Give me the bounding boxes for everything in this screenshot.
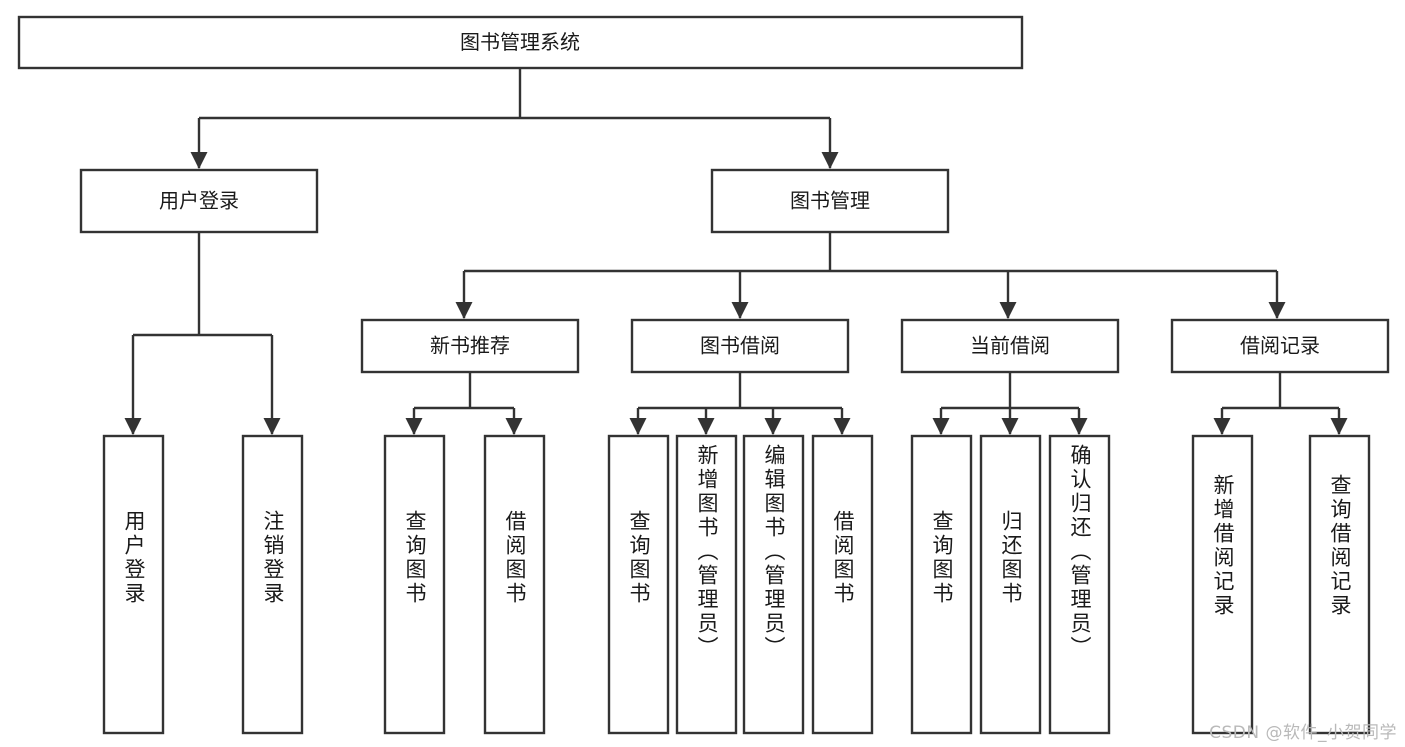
node-borrow-record-box — [1170, 318, 1390, 374]
leaf-box-confirm-return[interactable] — [1048, 434, 1111, 735]
node-root-label: 图书管理系统 — [460, 30, 580, 54]
node-new-book-recommend[interactable]: 新书推荐 — [360, 318, 580, 374]
leaf-box-user-login[interactable] — [102, 434, 165, 735]
node-book-manage-box — [710, 168, 950, 234]
leaf-box-query-book-1[interactable] — [383, 434, 446, 735]
node-user-login-label: 用户登录 — [159, 189, 239, 213]
node-new-book-recommend-label: 新书推荐 — [430, 334, 510, 358]
node-current-borrow[interactable]: 当前借阅 — [900, 318, 1120, 374]
leaf-box-edit-book[interactable] — [742, 434, 805, 735]
leaf-box-query-record[interactable] — [1308, 434, 1371, 735]
node-root[interactable]: 图书管理系统 — [17, 15, 1024, 70]
node-root-box — [17, 15, 1024, 70]
node-book-borrow-label: 图书借阅 — [700, 334, 780, 358]
node-user-login[interactable]: 用户登录 — [79, 168, 319, 234]
leaf-box-add-record[interactable] — [1191, 434, 1254, 735]
leaf-box-query-book-2[interactable] — [607, 434, 670, 735]
node-book-borrow-box — [630, 318, 850, 374]
leaf-box-borrow-book-2[interactable] — [811, 434, 874, 735]
node-new-book-recommend-box — [360, 318, 580, 374]
leaf-box-user-logout[interactable] — [241, 434, 304, 735]
node-current-borrow-box — [900, 318, 1120, 374]
leaf-box-borrow-book-1[interactable] — [483, 434, 546, 735]
node-book-borrow[interactable]: 图书借阅 — [630, 318, 850, 374]
node-book-manage-label: 图书管理 — [790, 189, 870, 213]
csdn-watermark: CSDN @软件_小贺同学 — [1209, 723, 1397, 743]
node-borrow-record[interactable]: 借阅记录 — [1170, 318, 1390, 374]
leaf-box-add-book[interactable] — [675, 434, 738, 735]
leaf-box-return-book[interactable] — [979, 434, 1042, 735]
node-current-borrow-label: 当前借阅 — [970, 334, 1050, 358]
node-book-manage[interactable]: 图书管理 — [710, 168, 950, 234]
leaf-box-query-book-3[interactable] — [910, 434, 973, 735]
node-borrow-record-label: 借阅记录 — [1240, 334, 1320, 358]
